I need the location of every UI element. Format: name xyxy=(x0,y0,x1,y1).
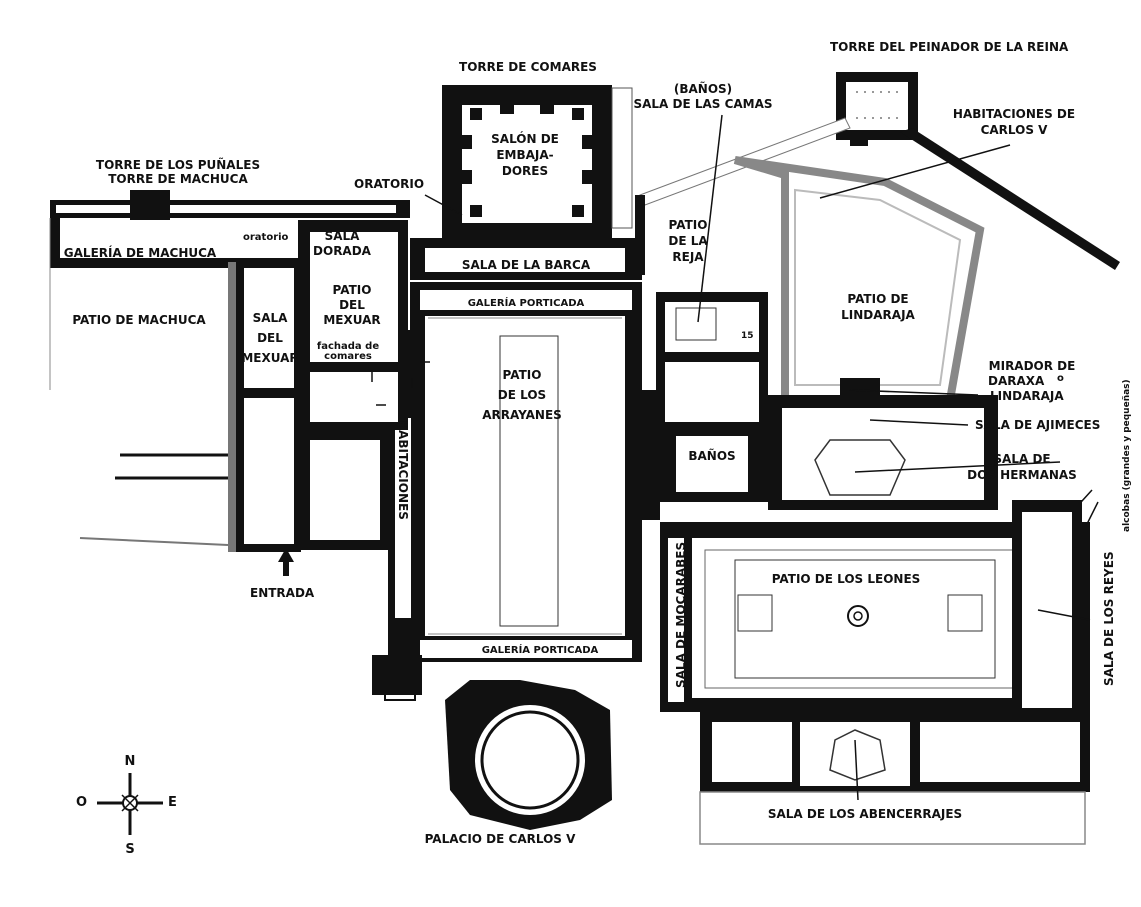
label-habitaciones-wrap: HABITACIONES xyxy=(396,420,412,560)
label-sala-mexuar-3: MEXUAR xyxy=(241,351,299,365)
label-sala-mocarabes: SALA DE MOCARABES xyxy=(674,541,688,688)
label-patio-reja-2: DE LA xyxy=(668,234,708,248)
label-galeria-porticada-bottom: GALERÍA PORTICADA xyxy=(481,645,599,656)
patio-arrayanes-building xyxy=(410,282,642,662)
label-habitaciones-carlos-1: HABITACIONES DE xyxy=(952,107,1076,121)
label-mirador-o: o xyxy=(1057,373,1064,384)
label-alcobas-wrap: alcobas (grandes y pequeñas) xyxy=(1122,372,1132,532)
compass-east-label: E xyxy=(168,795,177,810)
label-fachada-comares-1: fachada de xyxy=(316,341,380,352)
label-sala-reyes-wrap: SALA DE LOS REYES xyxy=(1102,540,1118,688)
label-torre-punales-2: TORRE DE MACHUCA xyxy=(108,172,248,186)
label-torre-punales-1: TORRE DE LOS PUÑALES xyxy=(95,158,261,172)
label-mirador-1: MIRADOR DE xyxy=(988,359,1076,373)
compass-west-label: O xyxy=(76,795,88,810)
label-patio-mexuar-1: PATIO xyxy=(332,283,372,297)
label-salon-embajadores-2: EMBAJA- xyxy=(496,148,554,162)
banos-building xyxy=(640,292,768,520)
dos-hermanas-building xyxy=(768,378,998,510)
patio-leones-building xyxy=(660,500,1090,720)
label-sala-reyes: SALA DE LOS REYES xyxy=(1102,551,1116,686)
label-banos-camas-1: (BAÑOS) xyxy=(673,82,733,96)
label-sala-mocarabes-wrap: SALA DE MOCARABES xyxy=(674,540,690,690)
label-patio-reja-3: REJA xyxy=(672,250,704,264)
label-entrada: ENTRADA xyxy=(250,586,315,600)
label-sala-ajimeces: SALA DE AJIMECES xyxy=(975,418,1101,432)
compass-north-label: N xyxy=(124,754,136,769)
palacio-carlos-building xyxy=(372,655,612,830)
label-sala-dorada-2: DORADA xyxy=(313,244,371,258)
label-galeria-porticada-top: GALERÍA PORTICADA xyxy=(467,298,585,309)
label-patio-arrayanes-2: DE LOS xyxy=(497,388,547,402)
label-dos-hermanas-2: DOS HERMANAS xyxy=(967,468,1077,482)
lindaraja-area xyxy=(733,156,985,404)
label-patio-mexuar-3: MEXUAR xyxy=(323,313,381,327)
label-oratorio-small: oratorio xyxy=(243,232,289,243)
small-arrows xyxy=(371,361,430,406)
label-torre-comares: TORRE DE COMARES xyxy=(459,60,597,74)
mexuar-building xyxy=(50,190,425,552)
label-patio-arrayanes-1: PATIO xyxy=(502,368,542,382)
label-patio-lindaraja-2: LINDARAJA xyxy=(841,308,915,322)
torre-comares-building xyxy=(442,85,633,240)
label-mirador-3: LINDARAJA xyxy=(990,389,1064,403)
label-habitaciones: HABITACIONES xyxy=(396,420,410,520)
label-sala-barca: SALA DE LA BARCA xyxy=(461,258,591,272)
label-torre-peinador: TORRE DEL PEINADOR DE LA REINA xyxy=(830,40,1069,54)
label-sala-mexuar-2: DEL xyxy=(257,331,283,345)
label-number-15: 15 xyxy=(741,331,754,341)
label-sala-dorada-1: SALA xyxy=(324,229,360,243)
label-alcobas: alcobas (grandes y pequeñas) xyxy=(1122,379,1132,532)
pointer-lines xyxy=(424,114,1099,801)
street-lines xyxy=(49,218,229,546)
compass-south-label: S xyxy=(125,842,135,857)
label-patio-lindaraja-1: PATIO DE xyxy=(847,292,909,306)
label-salon-embajadores-1: SALÓN DE xyxy=(491,132,559,146)
sala-barca-building xyxy=(410,195,645,280)
abencerrajes-building xyxy=(699,712,1090,845)
label-patio-mexuar-2: DEL xyxy=(339,298,365,312)
entrance-arrow-icon xyxy=(278,548,294,576)
label-habitaciones-carlos-2: CARLOS V xyxy=(980,123,1048,137)
label-banos-camas-2: SALA DE LAS CAMAS xyxy=(633,97,773,111)
label-galeria-machuca: GALERÍA DE MACHUCA xyxy=(63,246,217,260)
habitaciones-building xyxy=(388,410,416,660)
label-patio-reja-1: PATIO xyxy=(668,218,708,232)
label-sala-abencerrajes: SALA DE LOS ABENCERRAJES xyxy=(767,807,963,821)
label-fachada-comares-2: comares xyxy=(324,351,372,362)
label-banos: BAÑOS xyxy=(688,449,736,463)
label-patio-machuca: PATIO DE MACHUCA xyxy=(72,313,206,327)
label-patio-arrayanes-3: ARRAYANES xyxy=(482,408,562,422)
label-salon-embajadores-3: DORES xyxy=(501,164,549,178)
label-dos-hermanas-1: SALA DE xyxy=(993,452,1051,466)
label-mirador-2: DARAXA xyxy=(988,374,1045,388)
label-sala-mexuar-1: SALA xyxy=(252,311,288,325)
label-oratorio: ORATORIO xyxy=(354,177,425,191)
label-palacio-carlos: PALACIO DE CARLOS V xyxy=(424,832,576,846)
compass-icon xyxy=(97,773,163,835)
label-patio-leones: PATIO DE LOS LEONES xyxy=(771,572,921,586)
